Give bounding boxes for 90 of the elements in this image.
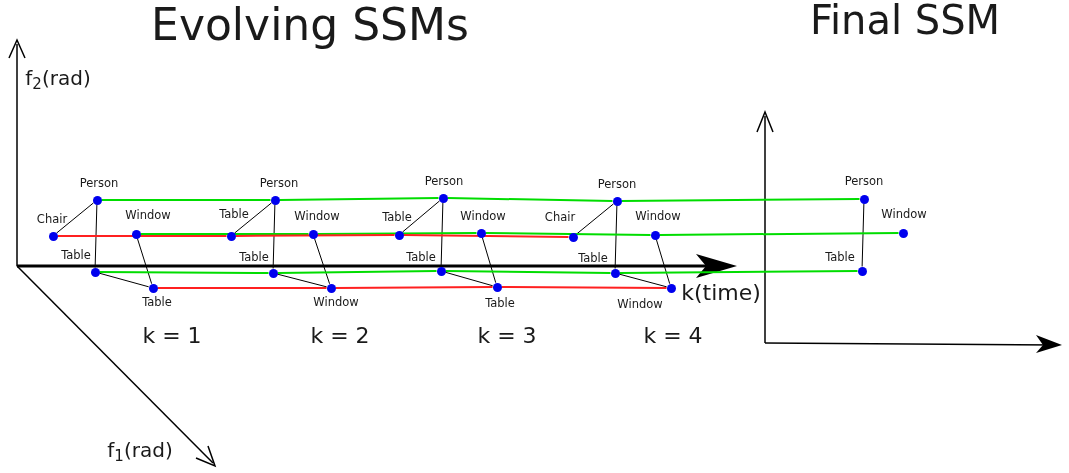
connector-line	[401, 200, 441, 233]
connector-line	[276, 270, 438, 274]
point-marker	[48, 231, 58, 241]
point-marker	[436, 266, 446, 276]
point-label: Person	[79, 178, 119, 190]
point-label: Table	[61, 250, 91, 262]
axis-label: k = 2	[310, 325, 370, 347]
connector-line	[139, 233, 310, 235]
point-marker	[148, 283, 158, 293]
connector-line	[620, 198, 861, 202]
connector-line	[136, 237, 153, 285]
connector-line	[56, 235, 228, 237]
axis-label: k = 4	[643, 325, 703, 347]
connector-line	[316, 232, 478, 235]
connector-line	[618, 270, 859, 274]
point-marker	[90, 267, 100, 277]
point-label: Table	[406, 252, 436, 264]
connector-line	[402, 234, 570, 238]
point-label: Table	[485, 298, 515, 310]
connector-line	[234, 202, 272, 234]
point-label: Window	[125, 210, 171, 222]
axis-label: f$_{1}$(rad)	[107, 440, 173, 460]
point-label: Table	[382, 212, 412, 224]
point-marker	[131, 229, 141, 239]
connector-line	[576, 203, 614, 235]
point-label: Table	[142, 297, 172, 309]
heading: Evolving SSMs	[151, 3, 469, 47]
point-marker	[308, 229, 318, 239]
connector-line	[484, 232, 652, 236]
point-label: Person	[259, 178, 299, 190]
point-marker	[898, 228, 908, 238]
connector-line	[658, 232, 900, 236]
connector-line	[276, 273, 328, 288]
connector-line	[618, 273, 668, 288]
point-label: Window	[460, 211, 506, 223]
axis-label: k = 1	[142, 325, 202, 347]
connector-line	[444, 271, 494, 287]
point-marker	[612, 196, 622, 206]
connector-line	[444, 270, 612, 274]
heading: Final SSM	[809, 0, 1001, 40]
point-marker	[268, 268, 278, 278]
connector-line	[56, 202, 94, 234]
connector-line	[481, 236, 497, 284]
connector-line	[440, 202, 444, 267]
point-label: Window	[313, 297, 359, 309]
point-marker	[394, 230, 404, 240]
point-marker	[326, 283, 336, 293]
connector-line	[500, 286, 668, 289]
point-marker	[568, 232, 578, 242]
point-marker	[650, 230, 660, 240]
point-marker	[270, 195, 280, 205]
connector-line	[156, 287, 328, 289]
connector-line	[94, 204, 98, 268]
point-marker	[857, 266, 867, 276]
point-marker	[859, 194, 869, 204]
point-label: Table	[219, 209, 249, 221]
point-label: Window	[881, 209, 927, 221]
connector-line	[861, 203, 865, 267]
point-marker	[610, 268, 620, 278]
point-label: Chair	[36, 214, 68, 226]
point-label: Window	[294, 211, 340, 223]
connector-line	[334, 286, 494, 289]
connector-line	[655, 238, 671, 285]
axis-label: f$_{2}$(rad)	[25, 68, 91, 88]
point-marker	[226, 231, 236, 241]
connector-line	[446, 197, 614, 202]
point-marker	[438, 193, 448, 203]
point-label: Table	[825, 252, 855, 264]
point-label: Person	[597, 179, 637, 191]
connector-line	[100, 199, 272, 201]
axis-label: k(time)	[681, 282, 761, 304]
point-label: Person	[844, 176, 884, 188]
point-label: Window	[635, 211, 681, 223]
point-label: Chair	[544, 212, 576, 224]
point-label: Table	[239, 252, 269, 264]
connector-line	[278, 197, 440, 201]
connector-line	[98, 271, 270, 274]
axis-label: k = 3	[477, 325, 537, 347]
point-marker	[666, 283, 676, 293]
point-marker	[476, 228, 486, 238]
connector-line	[272, 204, 276, 269]
connector-line	[98, 272, 150, 288]
connector-line	[614, 205, 618, 269]
point-label: Window	[617, 299, 663, 311]
connector-line	[234, 234, 396, 237]
connector-line	[313, 237, 331, 285]
point-label: Person	[424, 176, 464, 188]
point-label: Table	[578, 253, 608, 265]
point-marker	[92, 195, 102, 205]
point-marker	[492, 282, 502, 292]
